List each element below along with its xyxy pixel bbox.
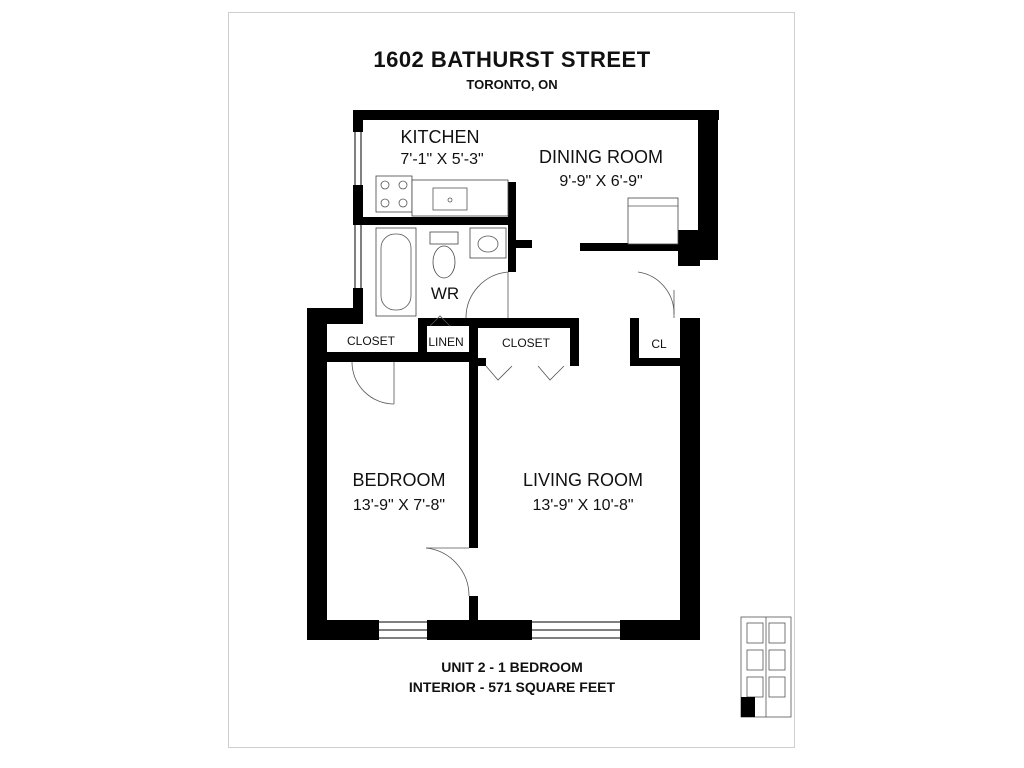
door-cl xyxy=(637,271,675,318)
bathtub-icon xyxy=(375,227,417,317)
door-linen xyxy=(429,315,451,327)
wall-left-bedroom-top xyxy=(307,308,363,324)
counter-icon xyxy=(411,179,509,217)
cl-label: CL xyxy=(651,337,667,351)
bedroom-dims: 13'-9" X 7'-8" xyxy=(353,497,445,514)
washroom-label: WR xyxy=(431,284,459,303)
wall-closet-liv-top xyxy=(478,318,578,328)
wall-closet-linen xyxy=(418,318,427,362)
wall-cl-bottom xyxy=(630,358,682,366)
wall-divider xyxy=(469,360,478,548)
kitchen-label: KITCHEN xyxy=(400,127,479,147)
dining-label: DINING ROOM xyxy=(539,147,663,167)
living-label: LIVING ROOM xyxy=(523,470,643,490)
wall-right-upper xyxy=(698,110,718,260)
window-left-bath xyxy=(354,225,362,288)
wall-linen-right xyxy=(469,318,478,362)
wall-left-bath xyxy=(353,288,363,308)
wall-bottom-mid xyxy=(427,620,532,640)
window-bottom-right xyxy=(532,621,620,639)
city-subtitle: TORONTO, ON xyxy=(466,77,558,92)
linen-label: LINEN xyxy=(428,335,463,349)
bedroom-label: BEDROOM xyxy=(352,470,445,490)
wall-dining-bottom xyxy=(580,243,680,251)
wall-bottom-left xyxy=(307,620,379,640)
window-bottom-left xyxy=(379,621,427,639)
wall-bath-stub xyxy=(508,240,532,248)
wall-cl-left xyxy=(630,318,639,366)
wall-left-bedroom xyxy=(307,308,327,640)
wall-left-kitchen-2 xyxy=(353,185,363,225)
door-bedroom xyxy=(425,547,470,597)
toilet-icon xyxy=(429,231,459,279)
address-title: 1602 BATHURST STREET xyxy=(373,47,651,72)
wall-dining-corner xyxy=(678,230,700,266)
sink-icon xyxy=(469,227,507,259)
wall-bath-bottom xyxy=(427,318,469,326)
fridge-icon xyxy=(627,197,679,245)
wall-top xyxy=(353,110,719,120)
wall-divider-lower xyxy=(469,596,478,622)
key-plan-icon xyxy=(740,616,792,718)
door-bedroom-closet xyxy=(351,361,395,405)
wall-left-kitchen xyxy=(353,110,363,132)
area-caption: INTERIOR - 571 SQUARE FEET xyxy=(408,679,616,695)
closet-living-label: CLOSET xyxy=(502,336,551,350)
unit-caption: UNIT 2 - 1 BEDROOM xyxy=(441,659,583,675)
living-dims: 13'-9" X 10'-8" xyxy=(532,497,633,514)
wall-closet-liv-bottom xyxy=(478,358,486,366)
wall-kitchen-bath xyxy=(363,217,511,225)
door-closet-living xyxy=(485,365,565,381)
kitchen-dims: 7'-1" X 5'-3" xyxy=(400,151,483,168)
window-left-kitchen xyxy=(354,132,362,185)
wall-bed-closet-bottom xyxy=(327,352,472,362)
dining-dims: 9'-9" X 6'-9" xyxy=(559,173,642,190)
wall-bath-right xyxy=(508,182,516,272)
wall-closet-liv-right xyxy=(570,318,579,366)
closet-bedroom-label: CLOSET xyxy=(347,334,396,348)
stove-icon xyxy=(375,175,413,213)
wall-right-lower xyxy=(680,318,700,640)
door-washroom xyxy=(465,271,509,319)
